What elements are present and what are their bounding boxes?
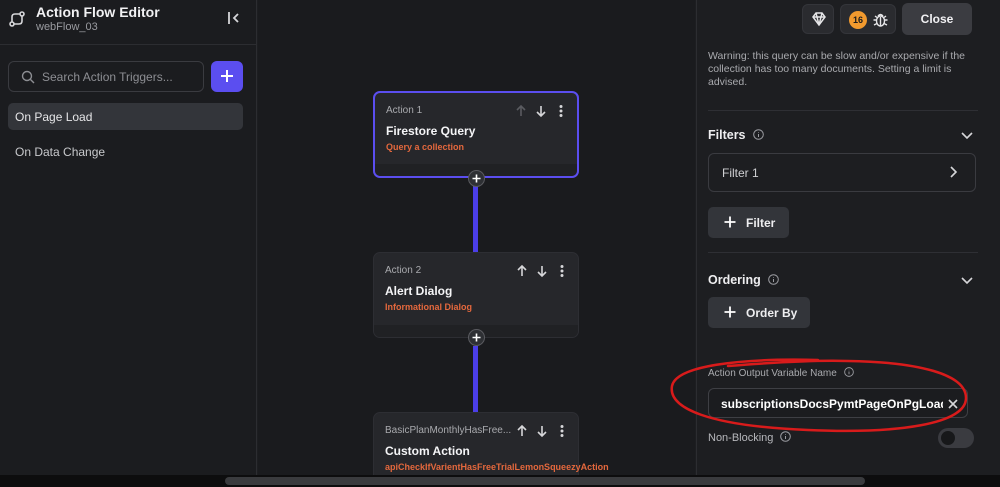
connector-line — [473, 186, 478, 252]
node-controls — [514, 263, 570, 279]
ordering-section-header[interactable]: Ordering — [708, 273, 780, 287]
ordering-title: Ordering — [708, 273, 761, 287]
toggle-knob — [941, 431, 955, 445]
non-blocking-toggle[interactable] — [938, 428, 974, 448]
action-node-subtitle: apiCheckIfVarientHasFreeTrialLemonSqueez… — [385, 462, 609, 472]
plus-icon — [221, 70, 233, 82]
bottom-glow — [225, 477, 865, 485]
info-icon[interactable] — [768, 274, 780, 285]
panel-toolbar: 16 Close — [697, 0, 1000, 45]
arrow-up-icon[interactable] — [514, 263, 530, 279]
search-input[interactable] — [42, 69, 198, 85]
filters-section-header[interactable]: Filters — [708, 128, 764, 142]
add-filter-button[interactable]: Filter — [708, 207, 789, 238]
arrow-down-icon[interactable] — [534, 423, 550, 439]
plus-icon — [724, 306, 736, 318]
clear-icon[interactable] — [947, 397, 959, 409]
search-icon — [21, 70, 35, 84]
query-warning-text: Warning: this query can be slow and/or e… — [708, 50, 965, 88]
add-action-button[interactable] — [468, 329, 485, 346]
action-node-2[interactable]: Action 2 Alert Dialog Informational Dial… — [373, 252, 579, 338]
action-node-subtitle: Query a collection — [386, 142, 465, 152]
action-node-title: Firestore Query — [386, 124, 476, 138]
add-filter-label: Filter — [746, 215, 776, 230]
filter-item-label: Filter 1 — [722, 166, 759, 180]
flow-name: webFlow_03 — [36, 21, 98, 33]
non-blocking-label: Non-Blocking — [708, 431, 792, 444]
action-node-title: Alert Dialog — [385, 284, 453, 298]
action-flow-icon — [7, 9, 27, 29]
more-options-icon[interactable] — [553, 103, 569, 119]
properties-panel: 16 Close Warning: this query can be slow… — [696, 0, 1000, 475]
output-variable-field[interactable] — [708, 388, 968, 418]
issues-button[interactable]: 16 — [840, 4, 896, 34]
filter-item[interactable]: Filter 1 — [708, 153, 976, 192]
info-icon[interactable] — [780, 431, 792, 442]
diamond-icon — [812, 12, 826, 27]
add-trigger-button[interactable] — [211, 61, 243, 92]
action-node-label: Action 1 — [386, 105, 423, 116]
sidebar-header: Action Flow Editor webFlow_03 — [0, 0, 257, 45]
collapse-sidebar-icon[interactable] — [226, 10, 242, 26]
arrow-down-icon[interactable] — [534, 263, 550, 279]
output-variable-label-text: Action Output Variable Name — [708, 368, 837, 379]
chevron-down-icon[interactable] — [959, 127, 975, 143]
action-node-1[interactable]: Action 1 Firestore Query Query a collect… — [373, 91, 579, 178]
search-field[interactable] — [8, 61, 204, 92]
app-window: Action Flow Editor webFlow_03 On Page Lo… — [0, 0, 1000, 475]
info-icon[interactable] — [843, 367, 855, 378]
issue-count-badge: 16 — [849, 11, 867, 29]
editor-title: Action Flow Editor — [36, 4, 160, 20]
trigger-on-data-change[interactable]: On Data Change — [15, 145, 106, 159]
connector-line — [473, 346, 478, 412]
bottom-strip — [0, 475, 1000, 487]
action-node-label: BasicPlanMonthlyHasFree... — [385, 425, 512, 436]
action-node-label: Action 2 — [385, 265, 422, 276]
action-node-3[interactable]: BasicPlanMonthlyHasFree... Custom Action… — [373, 412, 609, 475]
plus-icon — [472, 333, 481, 342]
filters-title: Filters — [708, 128, 746, 142]
info-icon[interactable] — [753, 129, 764, 140]
more-options-icon[interactable] — [554, 263, 570, 279]
chevron-down-icon[interactable] — [959, 272, 975, 288]
add-action-button[interactable] — [468, 170, 485, 187]
more-options-icon[interactable] — [554, 423, 570, 439]
flow-canvas[interactable]: Action 1 Firestore Query Query a collect… — [258, 0, 695, 475]
action-node-subtitle: Informational Dialog — [385, 302, 473, 312]
sidebar: Action Flow Editor webFlow_03 On Page Lo… — [0, 0, 257, 475]
divider — [708, 110, 978, 111]
diamond-button[interactable] — [802, 4, 834, 34]
action-node-title: Custom Action — [385, 444, 470, 458]
arrow-up-icon[interactable] — [513, 103, 529, 119]
add-order-by-button[interactable]: Order By — [708, 297, 810, 328]
node-controls — [514, 423, 570, 439]
trigger-on-page-load[interactable]: On Page Load — [8, 103, 243, 130]
chevron-right-icon — [946, 165, 960, 179]
output-variable-label: Action Output Variable Name — [708, 367, 855, 379]
bug-icon — [873, 13, 888, 27]
divider — [708, 252, 978, 253]
plus-icon — [472, 174, 481, 183]
node-controls — [513, 103, 569, 119]
non-blocking-label-text: Non-Blocking — [708, 432, 774, 444]
plus-icon — [724, 216, 736, 228]
arrow-up-icon[interactable] — [514, 423, 530, 439]
arrow-down-icon[interactable] — [533, 103, 549, 119]
close-button[interactable]: Close — [902, 3, 972, 35]
add-order-by-label: Order By — [746, 305, 798, 320]
output-variable-input[interactable] — [721, 396, 943, 412]
